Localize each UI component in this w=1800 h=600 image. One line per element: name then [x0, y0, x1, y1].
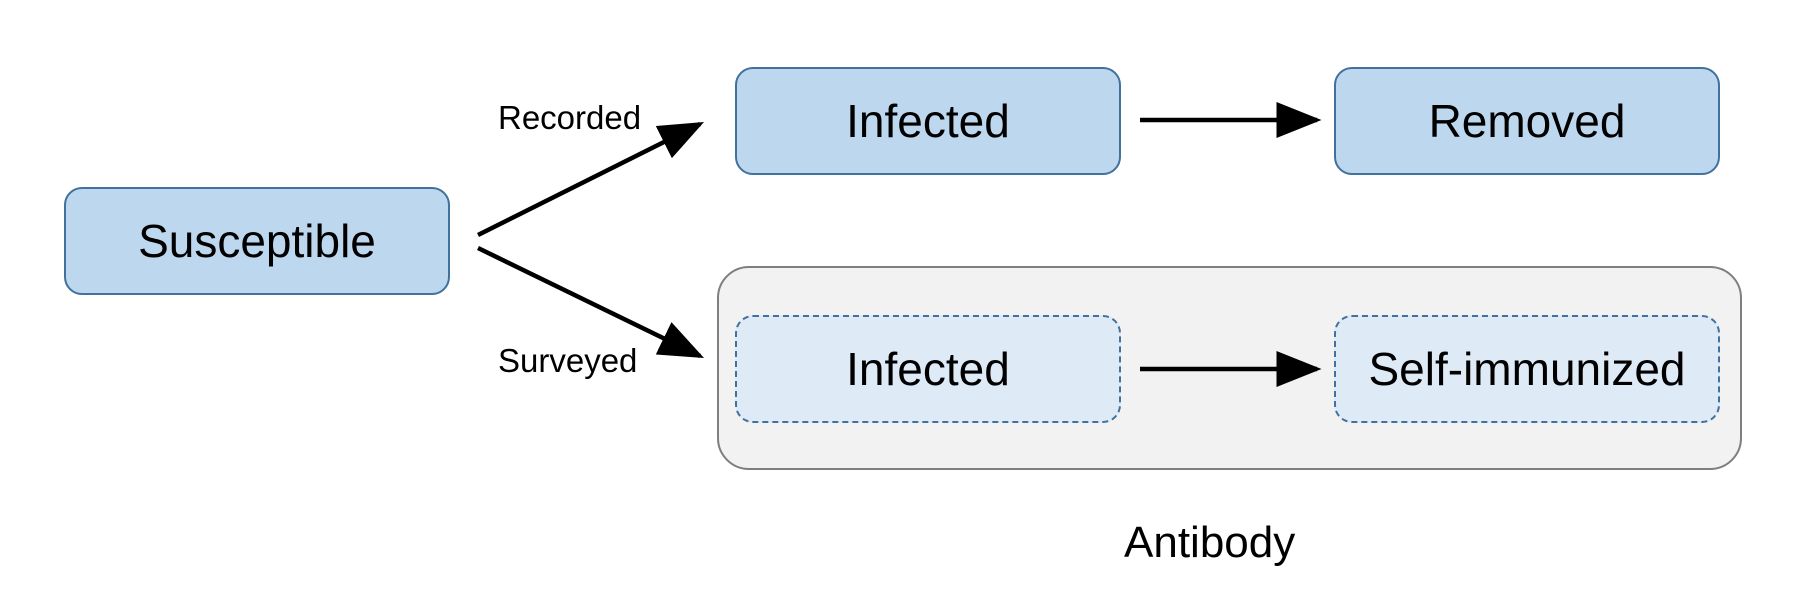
antibody-group-label: Antibody — [1124, 518, 1296, 567]
recorded-arrow — [476, 121, 705, 238]
infected-antibody-node: Infected — [735, 315, 1121, 423]
infected-recorded-label: Infected — [846, 95, 1010, 147]
susceptible-node: Susceptible — [64, 187, 450, 295]
self-immunized-node: Self-immunized — [1334, 315, 1720, 423]
surveyed-arrow — [477, 245, 705, 359]
infected-antibody-label: Infected — [846, 343, 1010, 395]
susceptible-label: Susceptible — [138, 215, 376, 267]
surveyed-edge-label: Surveyed — [498, 342, 638, 379]
infected-recorded-node: Infected — [735, 67, 1121, 175]
removed-node: Removed — [1334, 67, 1720, 175]
recorded-edge-label: Recorded — [498, 99, 642, 136]
removed-label: Removed — [1428, 95, 1626, 147]
self-immunized-label: Self-immunized — [1368, 343, 1686, 395]
